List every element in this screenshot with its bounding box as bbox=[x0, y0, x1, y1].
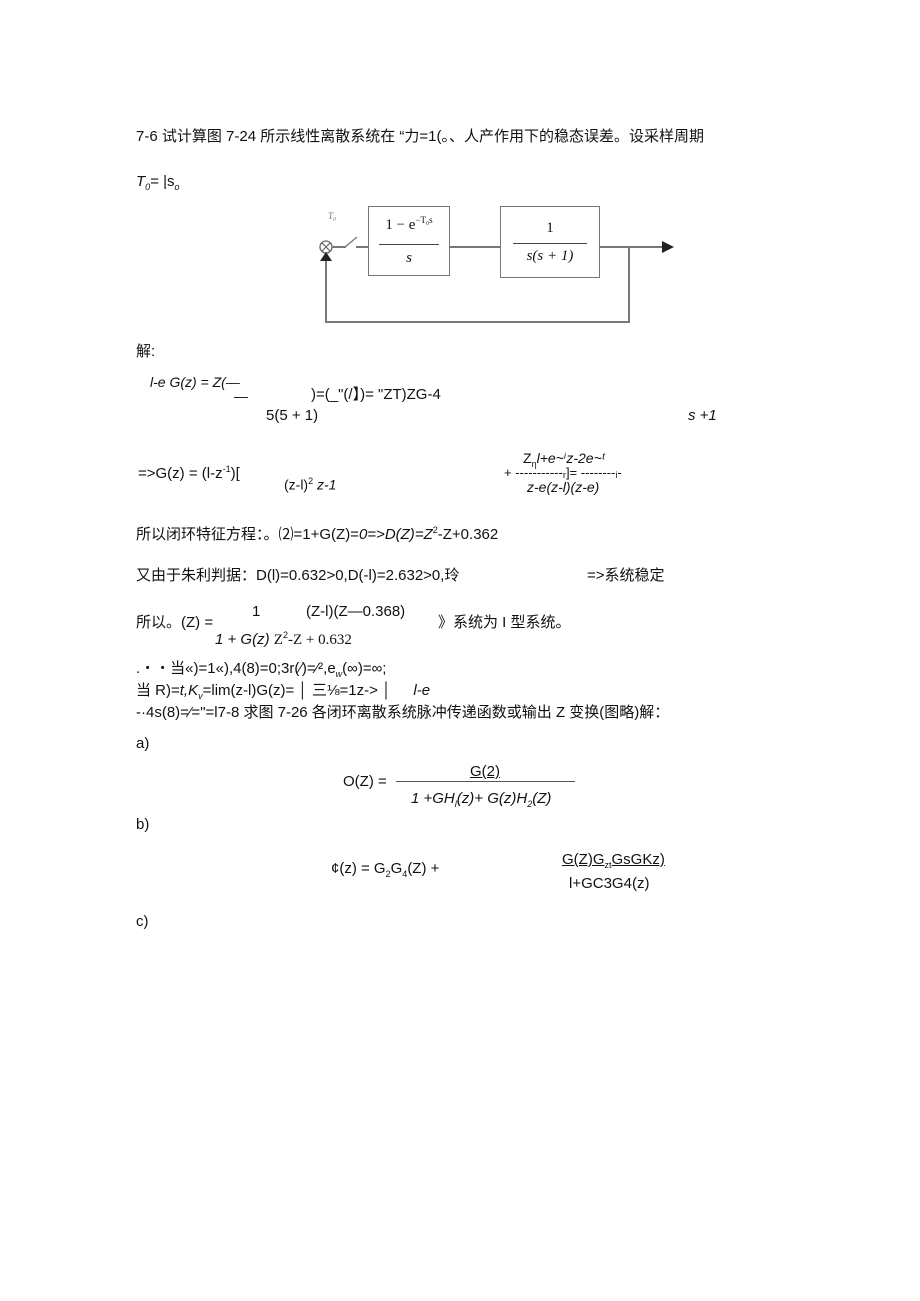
problem-statement-line1: 7-6 试计算图 7-24 所示线性离散系统在 “力=1(。、人产作用下的稳态误… bbox=[136, 128, 704, 145]
feedback-arrow-icon bbox=[320, 252, 332, 261]
eq2-lhs: =>G(z) = (l-z-1)[ bbox=[138, 464, 240, 482]
closed-loop-den: 1 + G(z) Z2-Z + 0.632 bbox=[215, 630, 352, 648]
solution-label: 解: bbox=[136, 343, 156, 360]
feedback-wire bbox=[628, 246, 630, 322]
sampler-label: T₀ bbox=[328, 211, 337, 221]
block-diagram: T₀ 1 − e−T₀s s 1 s(s + 1) bbox=[300, 195, 680, 330]
eq2-fraction-top: Zηl+e~ⁱz-2e~ᵗ bbox=[523, 450, 605, 469]
fraction-line bbox=[396, 781, 575, 782]
wire bbox=[356, 246, 368, 248]
part-a-numerator: G(2) bbox=[470, 763, 500, 780]
closed-loop-num2: (Z-l)(Z—0.368) bbox=[306, 603, 406, 620]
part-b-label: b) bbox=[136, 816, 150, 833]
ramp-error-line: 当 R)=t,Kv=lim(z-l)G(z)= │ 三⅛=1z-> │l-e bbox=[136, 682, 431, 701]
jury-criterion: 又由于朱利判据：D(l)=0.632>0,D(-l)=2.632>0,玲 bbox=[136, 567, 460, 584]
sampling-period: T0= |so bbox=[136, 173, 180, 192]
feedback-wire bbox=[325, 321, 630, 323]
feedback-wire bbox=[325, 257, 327, 322]
eq1-lhs: l-e G(z) = Z(— bbox=[150, 374, 240, 390]
characteristic-equation: 所以闭环特征方程：。⑵=1+G(Z)=0=>D(Z)=Z2-Z+0.362 bbox=[136, 525, 499, 543]
plant-block: 1 s(s + 1) bbox=[500, 206, 600, 278]
zero-order-hold-block: 1 − e−T₀s s bbox=[368, 206, 450, 276]
part-b-denominator: l+GC3G4(z) bbox=[569, 875, 650, 892]
closed-loop-num1: 1 bbox=[252, 603, 261, 620]
problem-7-8-line: -·4s(8)=⁄="=l7-8 求图 7-26 各闭环离散系统脉冲传递函数或输… bbox=[136, 704, 670, 721]
eq2-fraction-middle: + -----------ᵣ]= --------ᵢ- bbox=[504, 465, 622, 480]
part-a-denominator: 1 +GHl(z)+ G(z)H2(Z) bbox=[411, 790, 552, 809]
part-a-lhs: O(Z) = bbox=[343, 773, 387, 790]
closed-loop-lhs: 所以。(Z) = bbox=[136, 614, 214, 631]
part-b-numerator: G(Z)GztGsGKz) bbox=[562, 851, 665, 870]
part-b-lhs: ¢(z) = G2G4(Z) + bbox=[331, 860, 440, 879]
wire bbox=[450, 246, 500, 248]
eq1-right: s +1 bbox=[688, 407, 717, 424]
t-symbol: T bbox=[136, 173, 146, 190]
eq1-dash: — bbox=[234, 388, 248, 404]
output-wire bbox=[600, 246, 666, 248]
stability-result: =>系统稳定 bbox=[587, 567, 665, 584]
part-c-label: c) bbox=[136, 913, 149, 930]
eq1-mid: )=(_"(/】)= "ZT)ZG-4 bbox=[311, 386, 441, 403]
sampler-switch-icon bbox=[344, 236, 358, 248]
eq1-denominator: 5(5 + 1) bbox=[266, 407, 319, 424]
eq2-mid: (z-l)2 z-1 bbox=[284, 476, 337, 493]
step-error-line: .・・当«)=1«),4(8)=0;3r(⁄)=⁄²,ew(∞)=∞; bbox=[136, 660, 387, 679]
part-a-label: a) bbox=[136, 735, 150, 752]
system-type-conclusion: 》系统为 I 型系统。 bbox=[438, 614, 571, 631]
eq2-fraction-bottom: z-e(z-l)(z-e) bbox=[527, 479, 600, 495]
output-arrow-icon bbox=[662, 241, 674, 253]
wire bbox=[332, 246, 346, 248]
